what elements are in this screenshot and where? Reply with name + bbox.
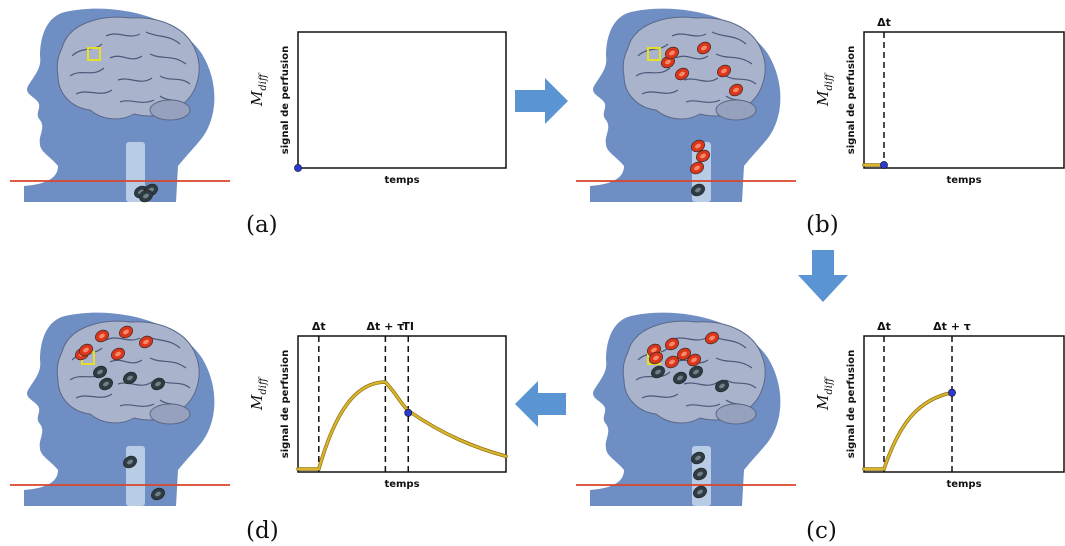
chart-a: temps signal de perfusion Mdiff xyxy=(248,31,507,186)
chart-frame xyxy=(863,335,1065,473)
current-time-point xyxy=(294,164,302,172)
m-diff-label: Mdiff xyxy=(814,376,835,411)
y-axis-label: signal de perfusion xyxy=(846,350,857,458)
flow-arrow-left xyxy=(515,381,566,427)
time-marker-label: Δt + τ xyxy=(367,320,405,333)
y-axis-label: signal de perfusion xyxy=(280,46,291,154)
relaxed-blood-cell-icon xyxy=(651,365,665,379)
relaxed-blood-cell-icon xyxy=(693,485,707,499)
relaxed-blood-cell-icon xyxy=(151,377,165,391)
y-axis-label: signal de perfusion xyxy=(846,46,857,154)
chart-c: temps signal de perfusion Mdiff Δt Δt + τ xyxy=(814,320,1065,490)
current-time-point xyxy=(404,408,413,417)
m-diff-label: Mdiff xyxy=(248,376,269,411)
x-axis-label: temps xyxy=(384,479,419,490)
tagged-blood-cell-icon xyxy=(95,329,109,343)
tagged-blood-cell-icon xyxy=(665,337,679,351)
panel-label-d: (d) xyxy=(246,518,279,544)
tagged-blood-cell-icon xyxy=(665,355,679,369)
flow-arrow-down xyxy=(798,250,848,302)
m-diff-label: Mdiff xyxy=(248,72,269,107)
tagged-blood-cell-icon xyxy=(705,331,719,345)
relaxed-blood-cell-icon xyxy=(673,371,687,385)
brain-icon xyxy=(56,320,200,425)
relaxed-blood-cell-icon xyxy=(691,451,705,465)
brain-icon xyxy=(56,16,200,121)
m-diff-label: Mdiff xyxy=(814,72,835,107)
head-silhouette-icon xyxy=(576,312,796,506)
panel-label-b: (b) xyxy=(806,212,839,238)
tagged-blood-cell-icon xyxy=(111,347,125,361)
tagged-blood-cell-icon xyxy=(139,335,153,349)
relaxed-blood-cell-icon xyxy=(93,365,107,379)
x-axis-label: temps xyxy=(946,479,981,490)
time-marker-label: Δt xyxy=(312,320,326,333)
relaxed-blood-cell-icon xyxy=(689,365,703,379)
relaxed-blood-cell-icon xyxy=(693,467,707,481)
relaxed-blood-cell-icon xyxy=(123,371,137,385)
relaxed-blood-cell-icon xyxy=(691,183,705,197)
signal-curve-outline xyxy=(862,390,954,471)
time-marker-label: TI xyxy=(402,320,414,333)
signal-curve xyxy=(862,391,954,471)
tagged-blood-cell-icon xyxy=(649,351,663,365)
carotid-vessel xyxy=(126,446,145,506)
tagged-blood-cell-icon xyxy=(665,46,679,60)
x-axis-label: temps xyxy=(946,175,981,186)
chart-frame xyxy=(297,31,507,169)
brain-icon xyxy=(622,16,766,121)
tagged-blood-cell-icon xyxy=(691,139,705,153)
signal-curve-outline xyxy=(296,380,508,471)
tagged-blood-cell-icon xyxy=(79,343,93,357)
head-c xyxy=(576,312,796,506)
head-silhouette-icon xyxy=(10,312,230,506)
x-axis-label: temps xyxy=(384,175,419,186)
tagged-blood-cell-icon xyxy=(687,353,701,367)
head-b xyxy=(576,8,796,202)
tagged-blood-cell-icon xyxy=(696,149,710,163)
tagged-blood-cell-icon xyxy=(675,67,689,81)
chart-frame xyxy=(297,335,507,473)
tagged-blood-cell-icon xyxy=(729,83,743,97)
tagged-blood-cell-icon xyxy=(717,64,731,78)
current-time-point xyxy=(880,161,888,169)
roi-box xyxy=(87,47,101,61)
panel-label-c: (c) xyxy=(806,518,837,544)
relaxed-blood-cell-icon xyxy=(139,189,153,203)
panel-label-a: (a) xyxy=(246,212,278,238)
relaxed-blood-cell-icon xyxy=(715,379,729,393)
tagged-blood-cell-icon xyxy=(690,161,704,175)
signal-curve xyxy=(296,380,508,471)
chart-b: temps signal de perfusion Mdiff Δt xyxy=(814,16,1065,186)
chart-frame xyxy=(863,31,1065,169)
tagged-blood-cell-icon xyxy=(697,41,711,55)
current-time-point xyxy=(948,388,956,397)
relaxed-blood-cell-icon xyxy=(151,487,165,501)
time-marker-label: Δt xyxy=(877,16,891,29)
head-d xyxy=(10,312,230,506)
head-silhouette-icon xyxy=(10,8,230,203)
head-silhouette-icon xyxy=(576,8,796,202)
tagged-blood-cell-icon xyxy=(677,347,691,361)
relaxed-blood-cell-icon xyxy=(99,377,113,391)
y-axis-label: signal de perfusion xyxy=(280,350,291,458)
flow-arrow-right xyxy=(515,78,568,124)
time-marker-label: Δt + τ xyxy=(933,320,971,333)
relaxed-blood-cell-icon xyxy=(123,455,137,469)
chart-d: temps signal de perfusion Mdiff Δt Δt + τTI xyxy=(248,320,508,490)
head-a xyxy=(10,8,230,203)
tagged-blood-cell-icon xyxy=(119,325,133,339)
time-marker-label: Δt xyxy=(877,320,891,333)
roi-box xyxy=(647,47,661,61)
